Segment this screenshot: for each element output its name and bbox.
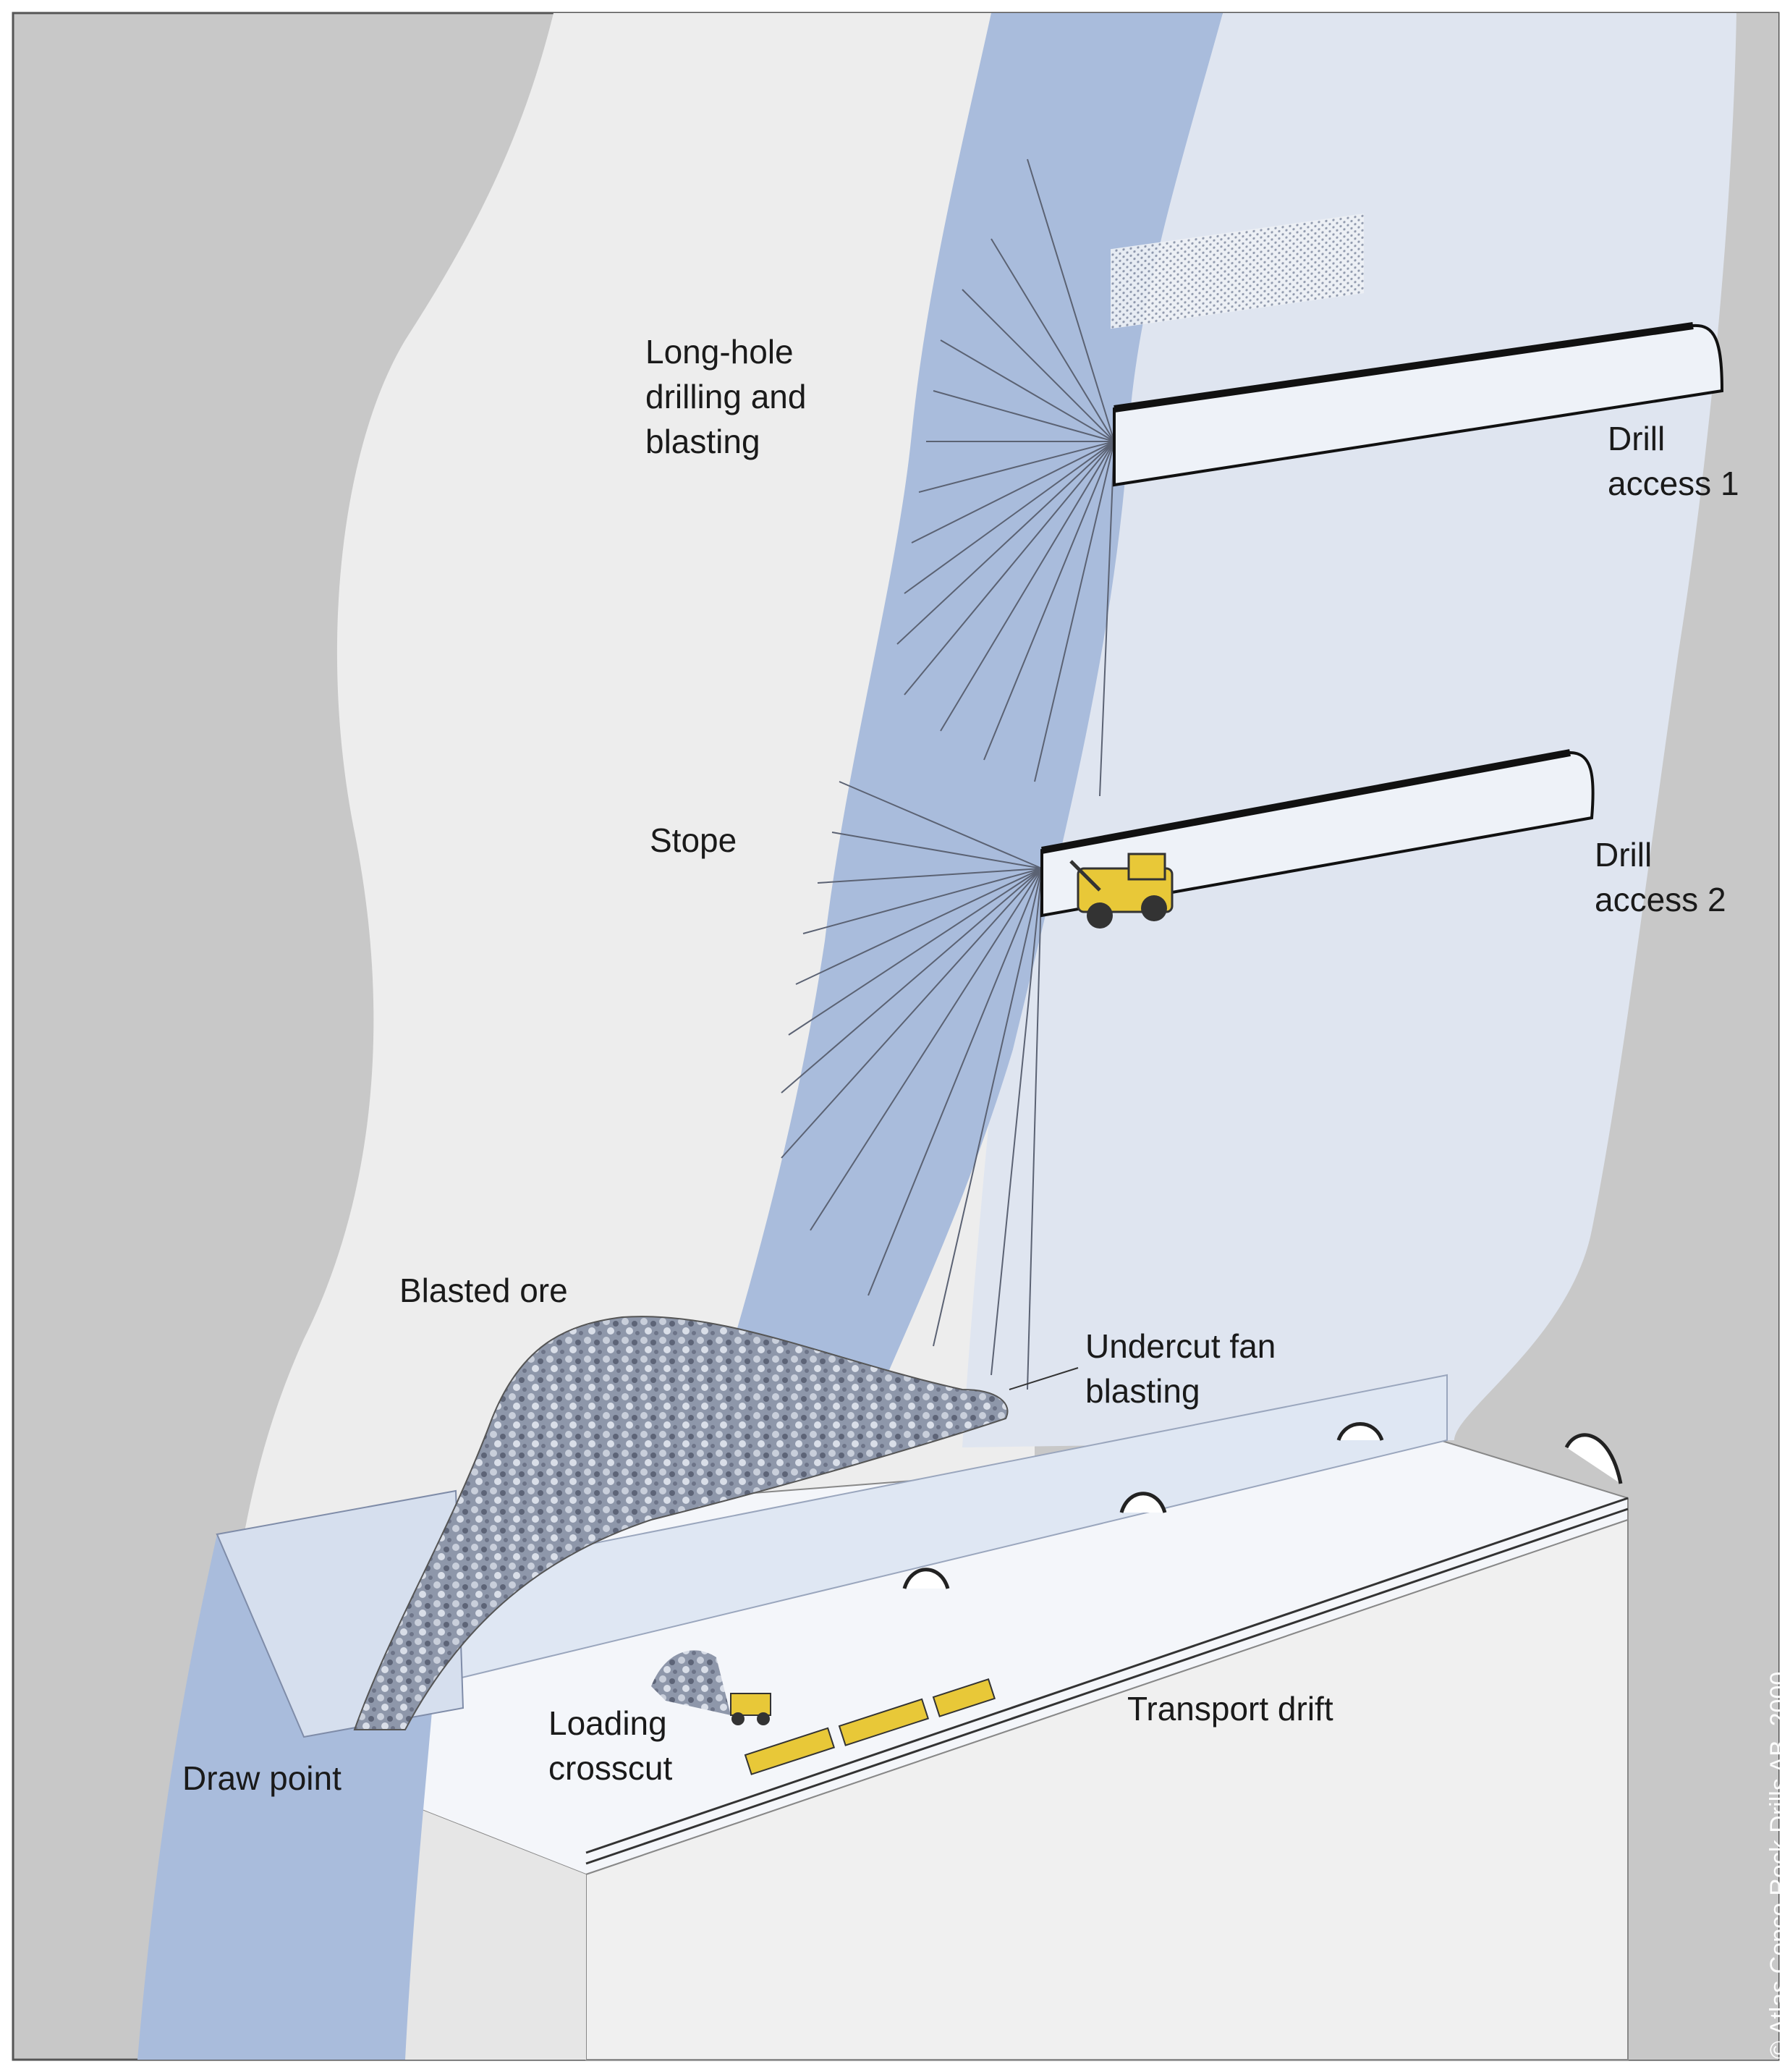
label-long-hole-drilling: Long-hole drilling and blasting <box>645 333 807 460</box>
copyright-notice: © Atlas Copco Rock Drills AB, 2000 <box>1765 1671 1790 2059</box>
ore-train <box>744 1678 996 1775</box>
drill-access-1-face <box>1111 213 1364 329</box>
transport-rails <box>585 1497 1629 1865</box>
footwall-rock <box>1628 13 1778 2060</box>
label-drill-access-1: Drill access 1 <box>1608 420 1739 502</box>
ore-vein <box>724 13 1223 1418</box>
blasted-ore-pile <box>353 1316 1009 1730</box>
drill-access-2-tunnel <box>1040 750 1595 918</box>
label-loading-crosscut: Loading crosscut <box>548 1704 673 1787</box>
label-blasted-ore: Blasted ore <box>399 1272 568 1309</box>
undercut-leader-line <box>1009 1367 1079 1390</box>
lower-drill-fan <box>781 781 1043 1390</box>
label-draw-point: Draw point <box>182 1759 342 1797</box>
lhd-loader <box>730 1693 771 1725</box>
block-left-face <box>383 1795 586 2060</box>
label-transport-drift: Transport drift <box>1127 1690 1333 1728</box>
loading-crosscuts <box>902 1422 1623 1589</box>
label-drill-access-2: Drill access 2 <box>1595 836 1726 918</box>
drill-access-1-tunnel <box>1113 324 1724 487</box>
crosscut-muck-pile <box>651 1650 731 1715</box>
upper-drill-fan <box>896 158 1115 797</box>
label-stope: Stope <box>650 821 737 859</box>
drill-rig <box>1069 853 1174 929</box>
label-undercut-fan-blasting: Undercut fan blasting <box>1085 1327 1276 1410</box>
